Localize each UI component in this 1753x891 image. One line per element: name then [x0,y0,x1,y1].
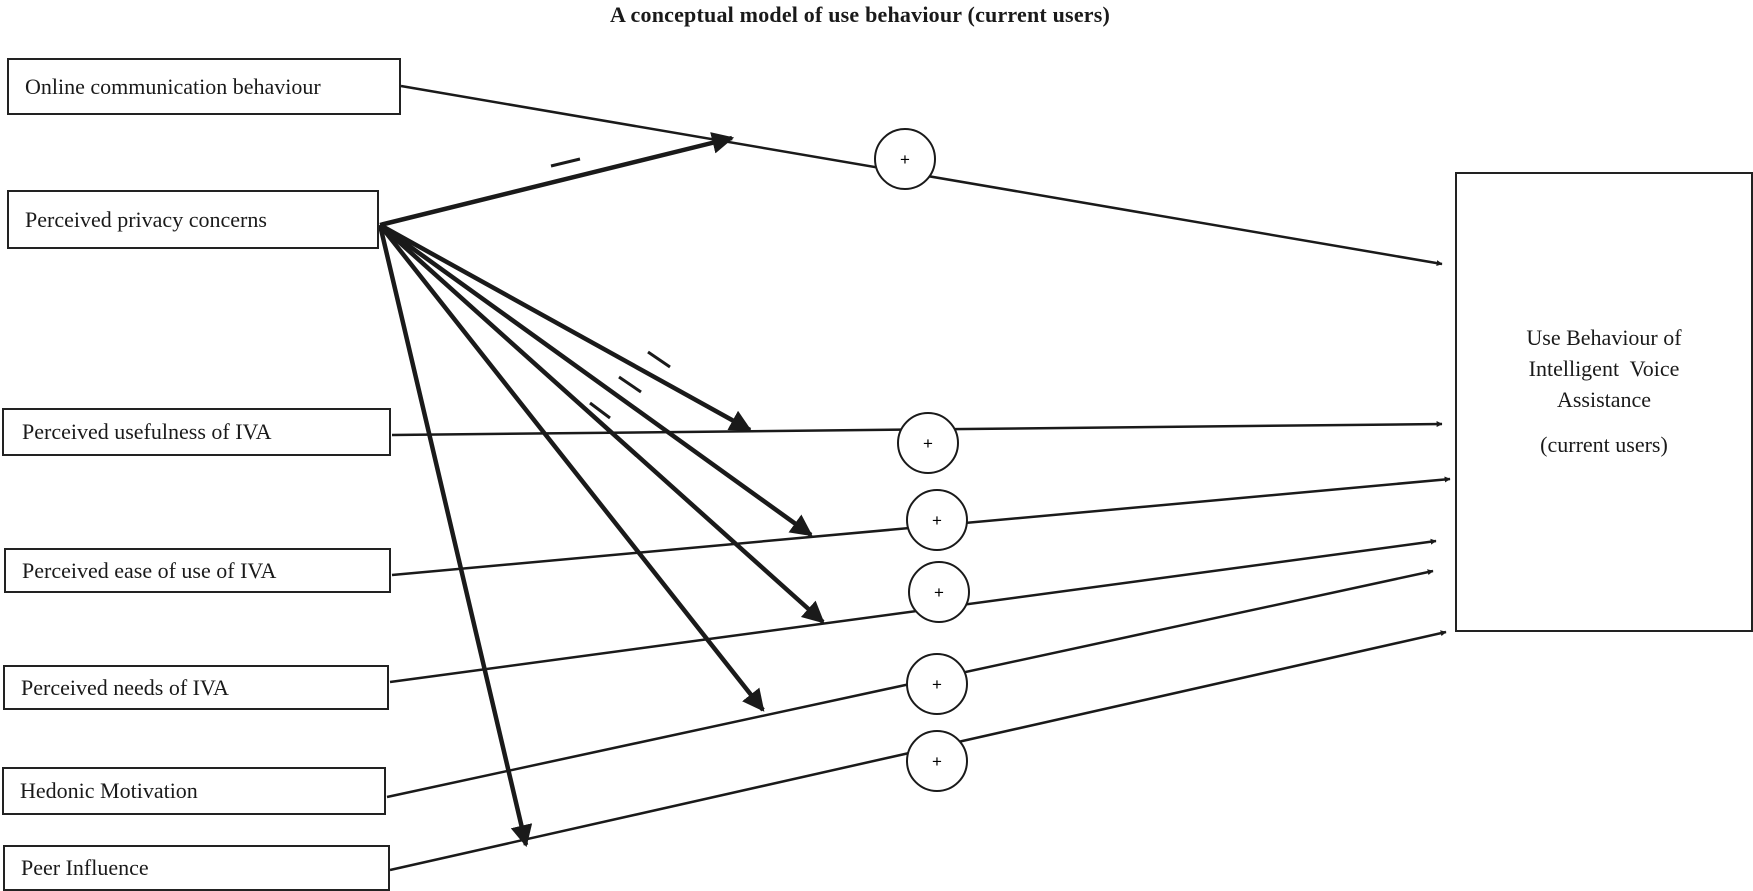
construct-hedonic-motivation: Hedonic Motivation [2,767,386,815]
pos-sign-pn: + [908,561,970,623]
mod-path-ppc-pu [378,223,752,432]
construct-label: Perceived usefulness of IVA [22,419,272,444]
svg-text:+: + [932,511,942,530]
svg-text:+: + [932,675,942,694]
construct-online-communication-behaviour: Online communication behaviour [7,58,401,115]
neg-sign-ocb [550,157,581,168]
construct-label: Perceived needs of IVA [21,674,229,700]
construct-label: Online communication behaviour [25,73,321,99]
neg-sign-peou [618,375,642,394]
outcome-line-3: Assistance [1556,387,1652,412]
neg-sign-pn [589,401,611,420]
mod-path-ppc-hm [378,223,765,712]
pos-sign-peou: + [906,489,968,551]
diagram-title: A conceptual model of use behaviour (cur… [609,2,1111,27]
neg-sign-pu [647,350,671,369]
outcome-line-4: (current users) [1540,432,1668,457]
pos-sign-pi: + [906,730,968,792]
mod-path-ppc-peou [378,223,813,537]
svg-text:+: + [932,752,942,771]
construct-perceived-ease-of-use: Perceived ease of use of IVA [4,548,391,593]
outcome-line-1: Use Behaviour of [1526,325,1682,350]
mod-path-ppc-ocb [379,132,735,228]
outcome-use-behaviour: Use Behaviour of Intelligent Voice Assis… [1455,172,1753,632]
construct-label: Perceived ease of use of IVA [22,557,277,583]
pos-sign-pu: + [897,412,959,474]
construct-perceived-privacy-concerns: Perceived privacy concerns [7,190,379,249]
pos-sign-ocb: + [874,128,936,190]
construct-peer-influence: Peer Influence [3,845,390,891]
construct-perceived-needs: Perceived needs of IVA [3,665,389,710]
mod-path-ppc-pi [377,224,533,848]
svg-text:+: + [900,150,910,169]
pos-sign-hm: + [906,653,968,715]
outcome-line-2: Intelligent Voice [1528,356,1680,381]
svg-text:+: + [934,583,944,602]
construct-label: Peer Influence [21,855,149,880]
construct-label: Hedonic Motivation [20,778,198,803]
path-pn-to-use [389,538,1437,684]
construct-label: Perceived privacy concerns [25,206,267,232]
construct-perceived-usefulness: Perceived usefulness of IVA [2,408,391,456]
svg-text:+: + [923,434,933,453]
mod-path-ppc-pn [378,223,825,624]
